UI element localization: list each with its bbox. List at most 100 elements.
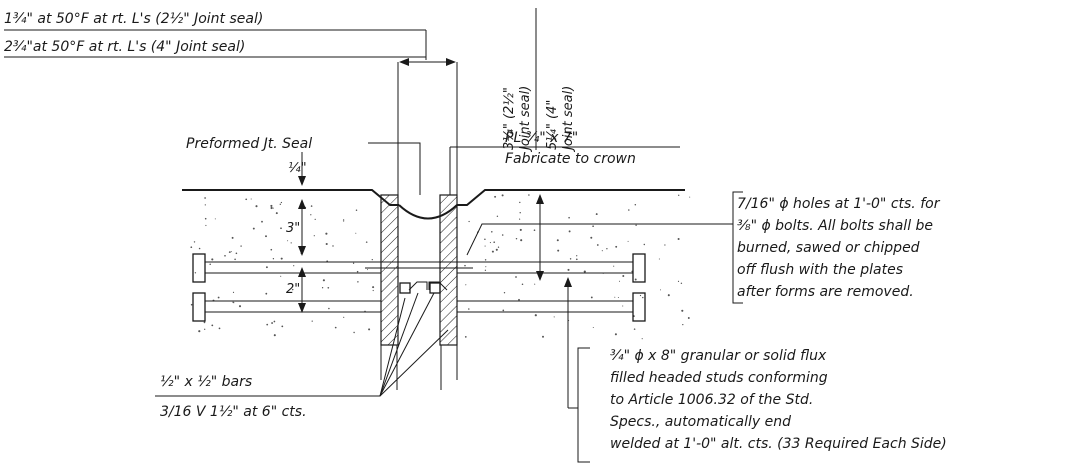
concrete-dot <box>613 265 615 267</box>
studs-note-line1: ¾" ϕ x 8" granular or solid flux <box>610 348 827 364</box>
concrete-dot <box>365 241 368 243</box>
concrete-dot <box>240 245 242 247</box>
concrete-dot <box>321 287 324 289</box>
fabricate-label: Fabricate to crown <box>505 151 636 167</box>
concrete-dot <box>503 292 506 294</box>
concrete-dot <box>204 217 207 220</box>
concrete-dot <box>627 240 629 242</box>
concrete-dot <box>689 196 691 198</box>
concrete-dot <box>234 258 236 261</box>
concrete-dot <box>501 234 504 236</box>
concrete-dot <box>265 266 268 269</box>
concrete-dot <box>494 195 497 198</box>
concrete-dot <box>218 327 221 330</box>
concrete-dot <box>194 272 197 274</box>
concrete-dot <box>664 244 666 246</box>
concrete-dot <box>228 251 231 254</box>
concrete-dot <box>468 308 470 310</box>
concrete-dot <box>198 247 201 250</box>
concrete-dot <box>275 212 278 215</box>
concrete-dot <box>230 251 232 253</box>
concrete-dot <box>355 232 357 234</box>
concrete-dot <box>209 263 211 266</box>
concrete-dot <box>357 281 359 283</box>
concrete-dot <box>235 252 238 255</box>
concrete-dot <box>533 229 536 232</box>
holes-note-bracket <box>732 191 743 304</box>
concrete-dot <box>528 194 530 196</box>
bars-leader-3 <box>379 292 435 397</box>
left-studs <box>192 253 381 322</box>
studs-note-line5: welded at 1'-0" alt. cts. (33 Required E… <box>610 436 947 452</box>
deck-surface-left <box>182 189 399 206</box>
concrete-dot <box>252 227 255 230</box>
small-bar-right <box>429 282 441 294</box>
concrete-dot <box>596 244 599 246</box>
holes-note-line5: after forms are removed. <box>737 284 914 300</box>
concrete-dot <box>643 243 646 246</box>
concrete-dot <box>515 276 517 278</box>
concrete-dot <box>682 323 684 326</box>
concrete-dot <box>660 289 661 291</box>
bars-leader-2 <box>379 292 419 397</box>
concrete-dot <box>245 198 248 201</box>
concrete-dot <box>310 214 312 216</box>
concrete-dot <box>217 296 220 299</box>
concrete-dot <box>678 194 680 196</box>
concrete-dot <box>203 321 206 324</box>
concrete-dot <box>342 220 345 222</box>
concrete-dot <box>502 309 505 312</box>
concrete-dot <box>280 227 282 230</box>
concrete-dot <box>332 245 334 247</box>
concrete-dot <box>639 294 642 297</box>
concrete-dot <box>205 224 207 227</box>
concrete-dot <box>557 249 560 252</box>
concrete-dot <box>325 232 328 235</box>
concrete-dot <box>204 197 206 199</box>
concrete-dot <box>327 286 330 289</box>
concrete-dot <box>677 280 680 282</box>
concrete-dot <box>291 288 294 291</box>
expansion-label-line1: 1¾" at 50°F at rt. L's (2½" Joint seal) <box>4 11 263 27</box>
concrete-dot <box>592 225 594 228</box>
vert-dim2-b: Joint seal) <box>561 86 576 153</box>
concrete-dot <box>198 330 201 333</box>
concrete-dot <box>272 258 275 260</box>
vertical-dim-label-2: 5¼" (4" Joint seal) <box>545 86 576 153</box>
small-bar-left <box>399 282 411 294</box>
concrete-dot <box>615 245 618 248</box>
concrete-stipple <box>190 194 691 340</box>
concrete-dot <box>211 324 214 327</box>
concrete-dot <box>343 218 345 221</box>
concrete-dot <box>287 240 289 242</box>
concrete-dot <box>261 220 263 223</box>
concrete-dot <box>501 194 504 197</box>
concrete-dot <box>484 245 486 247</box>
concrete-dot <box>642 296 644 299</box>
concrete-dot <box>519 228 522 231</box>
concrete-dot <box>567 268 570 271</box>
concrete-dot <box>590 296 593 299</box>
concrete-dot <box>628 209 630 211</box>
concrete-dot <box>372 289 374 292</box>
concrete-dot <box>592 326 594 329</box>
concrete-dot <box>325 242 328 246</box>
concrete-dot <box>193 241 196 243</box>
concrete-dot <box>280 275 282 277</box>
preformed-seal-label: Preformed Jt. Seal <box>186 136 312 152</box>
concrete-deck <box>182 189 691 340</box>
concrete-dot <box>231 236 234 239</box>
concrete-dot <box>465 284 467 286</box>
concrete-dot <box>464 336 467 338</box>
concrete-dot <box>493 241 496 243</box>
concrete-dot <box>491 250 494 253</box>
concrete-dot <box>355 209 358 211</box>
holes-note-line1: 7/16" ϕ holes at 1'-0" cts. for <box>737 196 941 212</box>
concrete-dot <box>553 316 555 318</box>
holes-note-line3: burned, sawed or chipped <box>737 240 920 256</box>
concrete-dot <box>204 204 206 206</box>
concrete-dot <box>190 303 193 306</box>
concrete-dot <box>468 220 470 223</box>
concrete-dot <box>680 282 683 284</box>
